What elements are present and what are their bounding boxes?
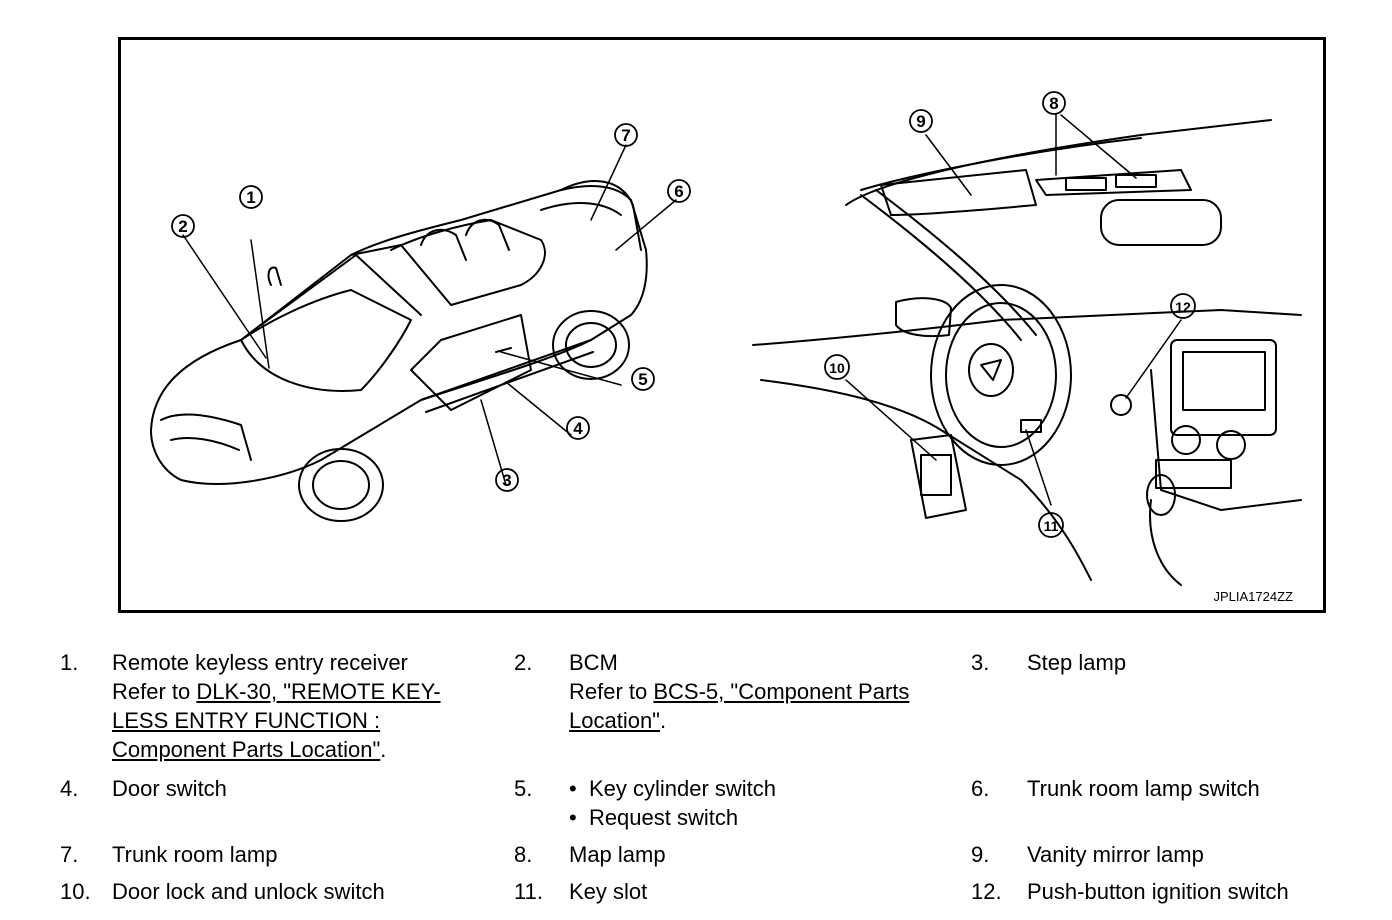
legend-name-10: Door lock and unlock switch	[112, 879, 385, 904]
svg-text:6: 6	[674, 182, 683, 201]
legend-item-2: BCM Refer to BCS-5, "Component Parts Loc…	[569, 648, 949, 735]
legend-num-3: 3.	[971, 650, 990, 675]
svg-text:1: 1	[246, 188, 255, 207]
figure-id: JPLIA1724ZZ	[1213, 589, 1294, 604]
legend-num-6: 6.	[971, 776, 990, 801]
car-leader-lines	[182, 144, 677, 486]
legend-bullet-5b-text: Request switch	[588, 805, 739, 830]
legend-name-12: Push-button ignition switch	[1027, 879, 1289, 904]
svg-text:8: 8	[1049, 94, 1058, 113]
legend-name-7: Trunk room lamp	[112, 842, 278, 867]
svg-text:11: 11	[1044, 518, 1059, 534]
legend-num-1: 1.	[60, 650, 79, 675]
legend-ref-suffix-1: .	[380, 737, 387, 762]
legend-name-8: Map lamp	[569, 842, 666, 867]
callout-3: 3	[495, 468, 519, 492]
legend-num-10: 10.	[60, 879, 91, 904]
callouts: 1 2 3 4 5 6 7 8 9 10 11 12	[171, 91, 1196, 538]
legend-ref-link-2[interactable]: BCS-5, "Component Parts Location"	[569, 679, 910, 733]
svg-text:5: 5	[638, 370, 647, 389]
legend-name-2: BCM	[569, 650, 618, 675]
legend-num-5: 5.	[514, 776, 533, 801]
legend-name-1: Remote keyless entry receiver	[112, 650, 408, 675]
svg-text:12: 12	[1175, 299, 1191, 315]
legend-num-9: 9.	[971, 842, 990, 867]
legend-num-4: 4.	[60, 776, 79, 801]
legend-ref-prefix-2: Refer to	[569, 679, 654, 704]
legend-ref-prefix-1: Refer to	[112, 679, 197, 704]
svg-text:10: 10	[829, 360, 845, 376]
legend-bullet-5a: • Key cylinder switch	[569, 776, 777, 801]
svg-text:2: 2	[178, 217, 187, 236]
interior-leader-lines	[845, 114, 1182, 506]
callout-9: 9	[909, 109, 933, 133]
interior-drawing	[752, 119, 1302, 586]
callout-2: 2	[171, 214, 195, 238]
legend-num-12: 12.	[971, 879, 1002, 904]
legend-bullet-5a-text: Key cylinder switch	[588, 776, 777, 801]
legend-ref-link-1[interactable]: DLK-30, "REMOTE KEY-LESS ENTRY FUNCTION …	[112, 679, 441, 762]
legend-bullet-5b: • Request switch	[569, 805, 739, 830]
legend-name-4: Door switch	[112, 776, 227, 801]
callout-7: 7	[614, 123, 638, 147]
callout-6: 6	[667, 179, 691, 203]
parts-legend: 1. Remote keyless entry receiver Refer t…	[0, 648, 1392, 908]
legend-num-7: 7.	[60, 842, 79, 867]
legend-num-11: 11.	[514, 879, 543, 904]
callout-5: 5	[631, 367, 655, 391]
legend-ref-suffix-2: .	[660, 708, 667, 733]
legend-item-5: • Key cylinder switch • Request switch	[569, 774, 776, 832]
callout-10: 10	[824, 354, 850, 380]
car-drawing	[150, 180, 648, 522]
svg-text:7: 7	[621, 126, 630, 145]
legend-name-3: Step lamp	[1027, 650, 1127, 675]
vehicle-illustration: 1 2 3 4 5 6 7 8 9 10 11 12	[150, 91, 1302, 586]
legend-item-1: Remote keyless entry receiver Refer to D…	[112, 648, 482, 764]
callout-4: 4	[566, 416, 590, 440]
callout-8: 8	[1042, 91, 1066, 115]
diagram-figure: 1 2 3 4 5 6 7 8 9 10 11 12 JPLIA1724ZZ	[118, 37, 1326, 613]
legend-name-11: Key slot	[569, 879, 648, 904]
callout-1: 1	[239, 185, 263, 209]
callout-12: 12	[1170, 293, 1196, 319]
legend-num-8: 8.	[514, 842, 533, 867]
svg-text:3: 3	[502, 471, 511, 490]
legend-name-9: Vanity mirror lamp	[1027, 842, 1204, 867]
svg-text:4: 4	[573, 419, 583, 438]
callout-11: 11	[1038, 512, 1064, 538]
legend-num-2: 2.	[514, 650, 533, 675]
legend-name-6: Trunk room lamp switch	[1027, 776, 1260, 801]
svg-text:9: 9	[916, 112, 925, 131]
